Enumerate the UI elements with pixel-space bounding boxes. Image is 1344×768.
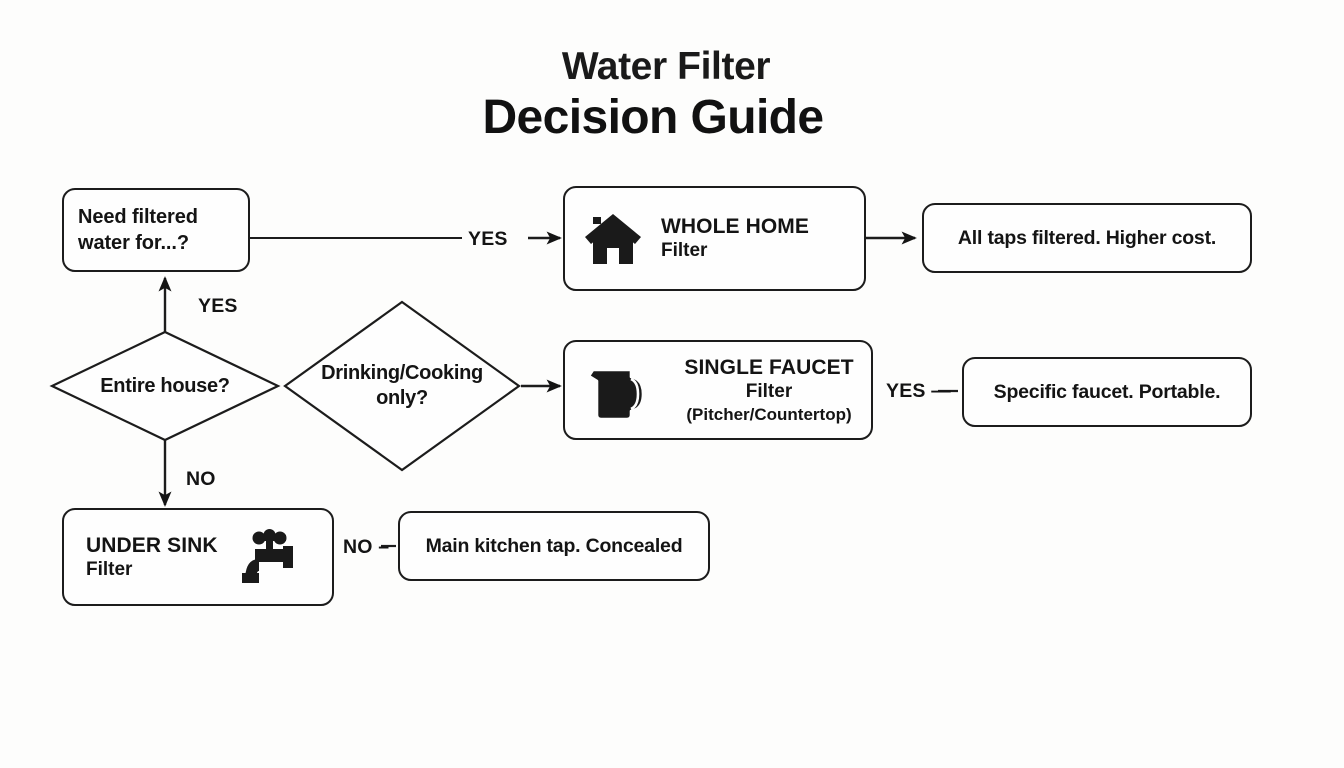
option-single-faucet-primary: SINGLE FAUCET [684, 355, 854, 379]
connector-label-entire-house-yes: YES [198, 295, 238, 317]
option-whole-home-primary: WHOLE HOME [661, 215, 809, 238]
option-single-faucet-box[interactable]: SINGLE FAUCET Filter (Pitcher/Countertop… [563, 340, 873, 440]
option-under-sink-primary: UNDER SINK [86, 533, 218, 557]
option-single-faucet-labels: SINGLE FAUCET Filter (Pitcher/Countertop… [667, 355, 871, 426]
outcome-under-sink-text: Main kitchen tap. Concealed [425, 534, 683, 557]
connector-label-start-yes: YES [468, 228, 508, 250]
option-whole-home-secondary: Filter [661, 240, 708, 261]
option-under-sink-secondary: Filter [86, 558, 133, 580]
decision-entire-house[interactable]: Entire house? [49, 330, 281, 442]
decision-drinking-cooking-shape [283, 300, 521, 472]
decision-entire-house-shape [49, 330, 281, 442]
outcome-under-sink-box[interactable]: Main kitchen tap. Concealed [398, 511, 710, 581]
option-whole-home-labels: WHOLE HOME Filter [661, 214, 809, 263]
outcome-single-faucet-text: Specific faucet. Portable. [993, 380, 1221, 403]
faucet-icon [236, 528, 298, 586]
title-line-2: Decision Guide [482, 91, 824, 144]
decision-drinking-cooking[interactable]: Drinking/Cooking only? [283, 300, 521, 472]
house-icon [581, 210, 645, 268]
outcome-whole-home-box[interactable]: All taps filtered. Higher cost. [922, 203, 1252, 273]
option-whole-home-box[interactable]: WHOLE HOME Filter [563, 186, 866, 291]
option-single-faucet-tertiary: (Pitcher/Countertop) [686, 404, 852, 424]
start-question-line-1: Need filtered [78, 206, 198, 228]
connector-label-under-sink-no: NO – [343, 536, 390, 558]
option-under-sink-labels: UNDER SINK Filter [86, 533, 218, 582]
start-question-line-2: water for...? [78, 232, 189, 254]
connector-label-entire-house-no: NO [186, 468, 216, 490]
pitcher-icon [583, 355, 653, 425]
option-under-sink-box[interactable]: UNDER SINK Filter [62, 508, 334, 606]
title-line-1: Water Filter [561, 45, 771, 88]
option-single-faucet-secondary: Filter [745, 380, 793, 402]
outcome-single-faucet-box[interactable]: Specific faucet. Portable. [962, 357, 1252, 427]
page-title: Water Filter Decision Guide [0, 44, 1344, 146]
start-question-box[interactable]: Need filtered water for...? [62, 188, 250, 272]
connector-label-single-faucet-yes: YES — [886, 380, 951, 402]
start-question-text: Need filtered water for...? [64, 204, 198, 256]
outcome-whole-home-text: All taps filtered. Higher cost. [957, 226, 1217, 249]
